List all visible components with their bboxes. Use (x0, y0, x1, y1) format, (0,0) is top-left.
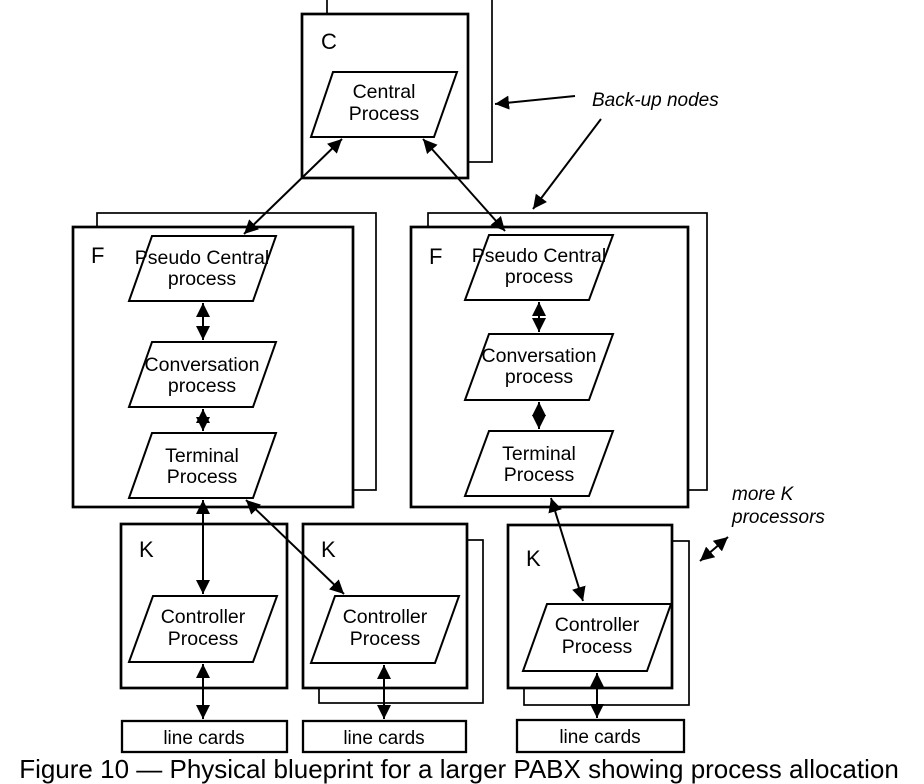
line-cards-1-box (120, 719, 289, 754)
arrow-backup-label-to-c (494, 95, 576, 110)
more-k-annotation-line1: more K (732, 484, 795, 505)
terminal-left-parallelogram (127, 432, 278, 499)
pseudo-central-right-parallelogram (463, 234, 615, 301)
conversation-left-line2: process (168, 375, 237, 397)
controller-k3-line1: Controller (555, 614, 640, 636)
node-k2-label: K (321, 537, 336, 562)
terminal-right-parallelogram (463, 430, 615, 497)
controller-k2-line1: Controller (343, 606, 428, 628)
arrow-central-to-pseudo-right (422, 138, 506, 232)
arrow-central-to-pseudo-left (243, 138, 343, 235)
conversation-left-line1: Conversation (145, 354, 260, 376)
arrow-backup-label-to-f (532, 118, 602, 210)
pseudo-central-left-line2: process (168, 268, 237, 290)
central-process-line2: Process (349, 103, 420, 125)
terminal-right-line1: Terminal (502, 443, 576, 465)
pseudo-central-left-parallelogram (127, 235, 278, 302)
more-k-annotation-line2: processors (731, 507, 825, 528)
conversation-left-parallelogram (127, 341, 278, 408)
controller-k2-parallelogram (309, 595, 461, 664)
node-c-label: C (321, 29, 337, 54)
terminal-right-line2: Process (504, 464, 575, 486)
central-process-line1: Central (353, 81, 416, 103)
pseudo-central-right-line1: Pseudo Central (472, 245, 606, 267)
arrow-terminal-right-to-controller-k3 (548, 497, 586, 602)
pseudo-central-right-line2: process (505, 266, 574, 288)
line-cards-1-text: line cards (163, 728, 244, 749)
line-cards-3-text: line cards (559, 727, 640, 748)
line-cards-3-box (515, 718, 686, 754)
controller-k1-line2: Process (168, 628, 239, 650)
pseudo-central-left-line1: Pseudo Central (135, 247, 269, 269)
figure-caption: Figure 10 — Physical blueprint for a lar… (19, 754, 899, 784)
conversation-right-parallelogram (463, 333, 615, 401)
arrow-terminal-left-to-controller-k2 (245, 499, 345, 595)
conversation-right-line1: Conversation (482, 345, 597, 367)
central-process-parallelogram (309, 71, 459, 138)
line-cards-2-box (301, 719, 468, 754)
node-k3-label: K (526, 546, 541, 571)
controller-k1-line1: Controller (161, 606, 246, 628)
node-f-right-label: F (429, 244, 442, 269)
terminal-left-line2: Process (167, 466, 238, 488)
node-k1-label: K (139, 537, 154, 562)
line-cards-2-text: line cards (343, 728, 424, 749)
terminal-left-line1: Terminal (165, 445, 239, 467)
controller-k3-parallelogram (521, 603, 673, 672)
controller-k2-line2: Process (350, 628, 421, 650)
controller-k1-parallelogram (127, 595, 279, 663)
conversation-right-line2: process (505, 366, 574, 388)
node-f-left-label: F (91, 243, 104, 268)
controller-k3-line2: Process (562, 636, 633, 658)
backup-nodes-annotation: Back-up nodes (592, 90, 719, 111)
arrow-more-k-processors (699, 536, 729, 562)
